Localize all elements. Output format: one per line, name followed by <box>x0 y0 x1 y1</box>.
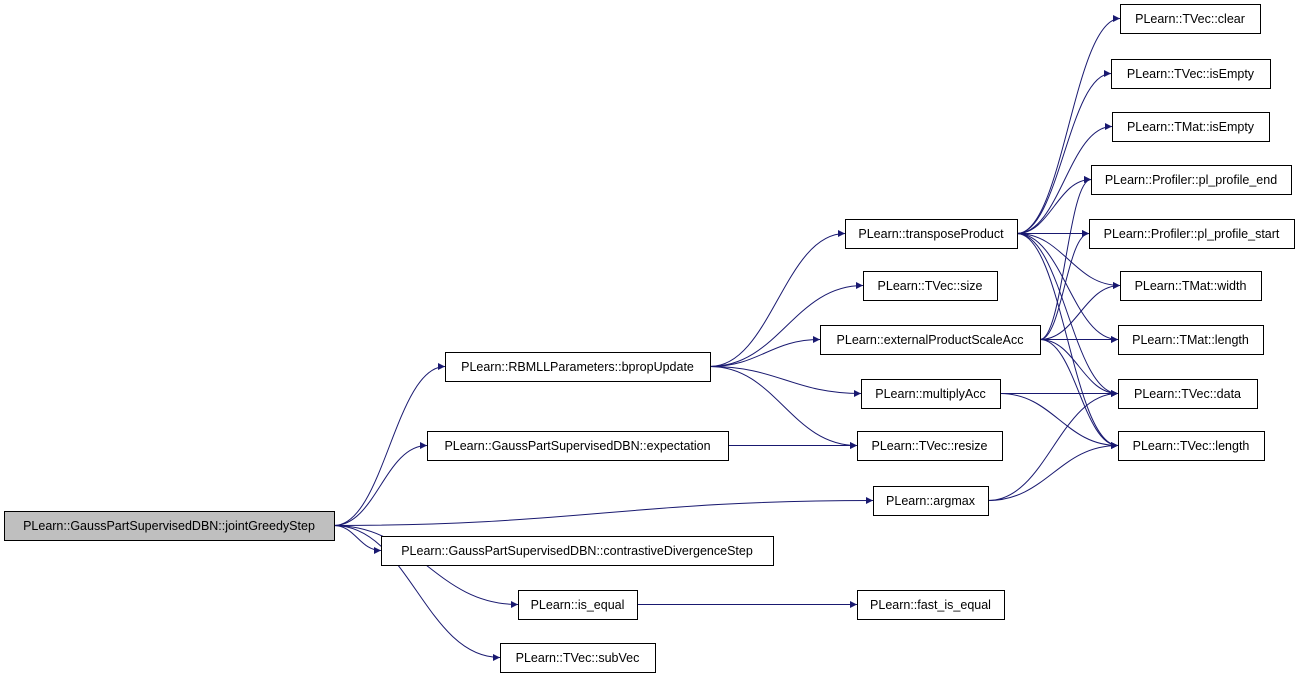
edge-external-product-scale-acc-to-pl-profile-start <box>1039 230 1090 340</box>
node-box <box>1118 379 1258 409</box>
node-label: PLearn::externalProductScaleAcc <box>837 333 1024 347</box>
node-box <box>845 219 1018 249</box>
node-label: PLearn::transposeProduct <box>858 227 1004 241</box>
node-label: PLearn::TVec::length <box>1133 439 1250 453</box>
edge-transpose-product-to-tmat-width <box>1016 233 1121 289</box>
node-expectation[interactable]: PLearn::GaussPartSupervisedDBN::expectat… <box>427 431 729 461</box>
node-box <box>863 271 998 301</box>
edge-joint-greedy-step-to-sub-vec <box>333 525 501 661</box>
node-label: PLearn::GaussPartSupervisedDBN::jointGre… <box>23 519 315 533</box>
node-box <box>1111 59 1271 89</box>
nodes-layer: PLearn::GaussPartSupervisedDBN::jointGre… <box>4 4 1295 673</box>
edge-bprop-update-to-tvec-size <box>709 282 864 367</box>
node-box <box>1089 219 1295 249</box>
node-tvec-data[interactable]: PLearn::TVec::data <box>1118 379 1258 409</box>
edge-transpose-product-to-tvec-is-empty <box>1016 70 1112 234</box>
node-label: PLearn::TVec::resize <box>871 439 987 453</box>
node-tvec-resize[interactable]: PLearn::TVec::resize <box>857 431 1003 461</box>
edge-bprop-update-to-multiply-acc <box>709 366 862 397</box>
node-label: PLearn::TMat::width <box>1135 279 1247 293</box>
node-label: PLearn::fast_is_equal <box>870 598 991 612</box>
edge-joint-greedy-step-to-expectation <box>333 442 428 526</box>
node-tvec-clear[interactable]: PLearn::TVec::clear <box>1120 4 1261 34</box>
node-label: PLearn::TVec::size <box>878 279 983 293</box>
node-multiply-acc[interactable]: PLearn::multiplyAcc <box>861 379 1001 409</box>
node-transpose-product[interactable]: PLearn::transposeProduct <box>845 219 1018 249</box>
node-fast-is-equal[interactable]: PLearn::fast_is_equal <box>857 590 1005 620</box>
edge-transpose-product-to-pl-profile-end <box>1016 176 1092 234</box>
node-label: PLearn::argmax <box>886 494 976 508</box>
edge-external-product-scale-acc-to-pl-profile-end <box>1039 176 1092 340</box>
node-box <box>500 643 656 673</box>
node-pl-profile-end[interactable]: PLearn::Profiler::pl_profile_end <box>1091 165 1292 195</box>
node-box <box>427 431 729 461</box>
node-joint-greedy-step[interactable]: PLearn::GaussPartSupervisedDBN::jointGre… <box>4 511 335 541</box>
node-argmax[interactable]: PLearn::argmax <box>873 486 989 516</box>
edge-external-product-scale-acc-to-tvec-data <box>1039 339 1119 397</box>
node-box <box>857 590 1005 620</box>
node-label: PLearn::GaussPartSupervisedDBN::contrast… <box>401 544 753 558</box>
node-box <box>857 431 1003 461</box>
edge-external-product-scale-acc-to-tmat-width <box>1039 282 1121 340</box>
edge-bprop-update-to-tvec-resize <box>709 366 858 449</box>
node-is-equal[interactable]: PLearn::is_equal <box>518 590 638 620</box>
node-box <box>1120 4 1261 34</box>
node-label: PLearn::TVec::clear <box>1135 12 1245 26</box>
node-sub-vec[interactable]: PLearn::TVec::subVec <box>500 643 656 673</box>
node-contrastive-divergence-step[interactable]: PLearn::GaussPartSupervisedDBN::contrast… <box>381 536 774 566</box>
node-box <box>1118 431 1265 461</box>
edge-transpose-product-to-tmat-is-empty <box>1016 123 1113 234</box>
edge-argmax-to-tvec-data <box>987 390 1119 501</box>
node-box <box>1118 325 1264 355</box>
edge-external-product-scale-acc-to-tvec-length <box>1039 339 1119 449</box>
node-label: PLearn::TMat::isEmpty <box>1127 120 1255 134</box>
edge-joint-greedy-step-to-bprop-update <box>333 363 446 526</box>
edge-bprop-update-to-transpose-product <box>709 230 846 367</box>
node-box <box>518 590 638 620</box>
node-label: PLearn::RBMLLParameters::bpropUpdate <box>461 360 694 374</box>
edge-transpose-product-to-tmat-length <box>1016 233 1119 343</box>
node-label: PLearn::GaussPartSupervisedDBN::expectat… <box>444 439 710 453</box>
node-label: PLearn::TMat::length <box>1132 333 1249 347</box>
node-label: PLearn::TVec::isEmpty <box>1127 67 1255 81</box>
node-tvec-length[interactable]: PLearn::TVec::length <box>1118 431 1265 461</box>
node-box <box>1091 165 1292 195</box>
node-bprop-update[interactable]: PLearn::RBMLLParameters::bpropUpdate <box>445 352 711 382</box>
node-tvec-is-empty[interactable]: PLearn::TVec::isEmpty <box>1111 59 1271 89</box>
node-box <box>445 352 711 382</box>
node-tvec-size[interactable]: PLearn::TVec::size <box>863 271 998 301</box>
edges-layer <box>333 15 1121 661</box>
node-box <box>4 511 335 541</box>
node-box <box>820 325 1041 355</box>
node-box <box>873 486 989 516</box>
node-label: PLearn::TVec::data <box>1134 387 1241 401</box>
edge-joint-greedy-step-to-contrastive-divergence-step <box>333 525 382 554</box>
node-label: PLearn::TVec::subVec <box>516 651 640 665</box>
node-tmat-length[interactable]: PLearn::TMat::length <box>1118 325 1264 355</box>
node-tmat-width[interactable]: PLearn::TMat::width <box>1120 271 1262 301</box>
edge-multiply-acc-to-tvec-length <box>999 393 1119 449</box>
edge-argmax-to-tvec-length <box>987 442 1119 501</box>
node-box <box>381 536 774 566</box>
node-label: PLearn::Profiler::pl_profile_end <box>1105 173 1277 187</box>
node-external-product-scale-acc[interactable]: PLearn::externalProductScaleAcc <box>820 325 1041 355</box>
node-box <box>1120 271 1262 301</box>
edge-transpose-product-to-tvec-data <box>1016 233 1119 397</box>
node-pl-profile-start[interactable]: PLearn::Profiler::pl_profile_start <box>1089 219 1295 249</box>
node-tmat-is-empty[interactable]: PLearn::TMat::isEmpty <box>1112 112 1270 142</box>
node-label: PLearn::multiplyAcc <box>875 387 985 401</box>
node-label: PLearn::Profiler::pl_profile_start <box>1104 227 1280 241</box>
node-box <box>1112 112 1270 142</box>
edge-transpose-product-to-tvec-clear <box>1016 15 1121 234</box>
edge-bprop-update-to-external-product-scale-acc <box>709 336 821 367</box>
node-box <box>861 379 1001 409</box>
edge-joint-greedy-step-to-argmax <box>333 497 874 526</box>
node-label: PLearn::is_equal <box>531 598 625 612</box>
